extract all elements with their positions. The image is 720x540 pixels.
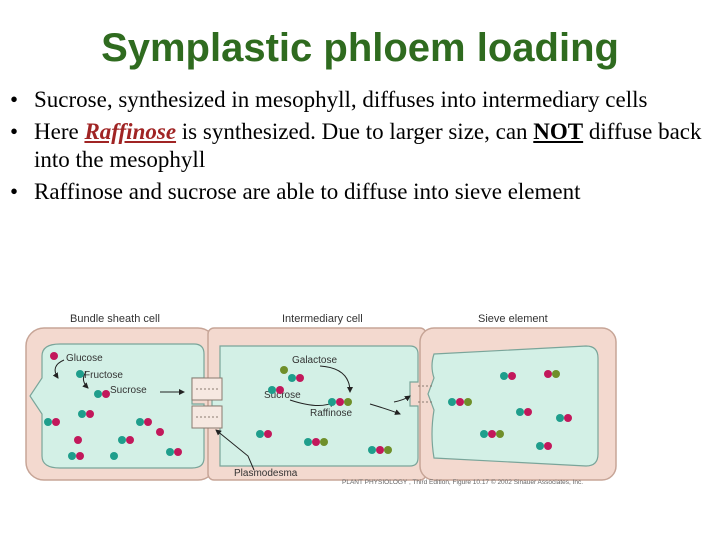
- raffinose-molecule: [376, 446, 384, 454]
- label-raffinose: Raffinose: [310, 408, 353, 419]
- plasmodesmata-right: [418, 385, 434, 403]
- phloem-loading-diagram: Bundle sheath cell Intermediary cell Sie…: [25, 313, 617, 486]
- arrow: [82, 371, 89, 389]
- not-emphasis: NOT: [533, 119, 584, 144]
- bullet-text-pre: Here: [34, 119, 85, 144]
- fructose-molecule: [76, 370, 84, 378]
- galactose-molecule: [280, 366, 288, 374]
- raffinose-emphasis: Raffinose: [84, 119, 177, 144]
- sucrose-molecule: [264, 430, 272, 438]
- sucrose-molecule: [102, 390, 110, 398]
- bullet-text: Sucrose, synthesized in mesophyll, diffu…: [34, 87, 648, 112]
- bullet-list: • Sucrose, synthesized in mesophyll, dif…: [10, 86, 716, 210]
- plasmodesma-pointer: [215, 429, 255, 471]
- sucrose-molecule: [144, 418, 152, 426]
- sucrose-molecule: [94, 390, 102, 398]
- sucrose-molecule: [564, 414, 572, 422]
- bullet-item: • Here Raffinose is synthesized. Due to …: [10, 118, 716, 174]
- plasmodesmata-left: [191, 377, 223, 429]
- sucrose-molecule: [78, 410, 86, 418]
- raffinose-molecule: [524, 408, 532, 416]
- raffinose-molecule: [456, 398, 464, 406]
- sucrose-molecule: [118, 436, 126, 444]
- sucrose-molecule: [544, 370, 552, 378]
- glucose-molecule: [50, 352, 58, 360]
- sucrose-molecule: [536, 442, 544, 450]
- bundle-sheath-cell: [25, 327, 217, 481]
- raffinose-molecule: [448, 398, 456, 406]
- raffinose-molecule: [488, 430, 496, 438]
- glucose-molecule: [156, 428, 164, 436]
- arrow: [52, 359, 65, 379]
- sucrose-molecule: [556, 414, 564, 422]
- label-bundle-sheath: Bundle sheath cell: [70, 313, 160, 325]
- sucrose-molecule: [544, 442, 552, 450]
- sucrose-molecule: [174, 448, 182, 456]
- raffinose-molecule: [464, 398, 472, 406]
- sucrose-molecule: [256, 430, 264, 438]
- arrow: [369, 403, 401, 415]
- label-sieve: Sieve element: [478, 313, 548, 325]
- sucrose-molecule: [44, 418, 52, 426]
- raffinose-molecule: [516, 408, 524, 416]
- intermediary-cell: [207, 327, 427, 481]
- raffinose-molecule: [480, 430, 488, 438]
- label-fructose: Fructose: [84, 370, 123, 381]
- label-sucrose-mid: Sucrose: [264, 390, 301, 401]
- bullet-item: • Sucrose, synthesized in mesophyll, dif…: [10, 86, 716, 114]
- sucrose-molecule: [52, 418, 60, 426]
- arrow: [319, 365, 353, 393]
- label-intermediary: Intermediary cell: [282, 313, 363, 325]
- raffinose-molecule: [496, 430, 504, 438]
- sucrose-molecule: [276, 386, 284, 394]
- slide-title: Symplastic phloem loading: [101, 26, 619, 70]
- sucrose-molecule: [500, 372, 508, 380]
- raffinose-molecule: [336, 398, 344, 406]
- molecules: [44, 352, 572, 460]
- sucrose-molecule: [166, 448, 174, 456]
- sieve-element: [419, 327, 617, 481]
- raffinose-molecule: [384, 446, 392, 454]
- sucrose-molecule: [552, 370, 560, 378]
- arrow: [393, 395, 411, 403]
- bullet-dot: •: [10, 87, 19, 112]
- sucrose-molecule: [76, 452, 84, 460]
- bullet-dot: •: [10, 179, 19, 204]
- sucrose-molecule: [288, 374, 296, 382]
- sucrose-molecule: [268, 386, 276, 394]
- bullet-text: Raffinose and sucrose are able to diffus…: [34, 179, 581, 204]
- glucose-molecule: [74, 436, 82, 444]
- bullet-text-mid: is synthesized. Due to larger size, can: [176, 119, 534, 144]
- fructose-molecule: [110, 452, 118, 460]
- raffinose-molecule: [368, 446, 376, 454]
- sucrose-molecule: [126, 436, 134, 444]
- label-sucrose-left: Sucrose: [110, 385, 147, 396]
- sucrose-molecule: [86, 410, 94, 418]
- figure-credit: PLANT PHYSIOLOGY , Third Edition, Figure…: [342, 478, 583, 486]
- sucrose-molecule: [136, 418, 144, 426]
- sucrose-molecule: [68, 452, 76, 460]
- raffinose-molecule: [320, 438, 328, 446]
- bullet-text-post: diffuse back into the mesophyll: [34, 119, 702, 172]
- raffinose-molecule: [344, 398, 352, 406]
- bullet-dot: •: [10, 119, 19, 144]
- raffinose-molecule: [328, 398, 336, 406]
- bullet-item: • Raffinose and sucrose are able to diff…: [10, 178, 716, 206]
- label-plasmodesma: Plasmodesma: [234, 468, 298, 479]
- sucrose-molecule: [296, 374, 304, 382]
- label-glucose: Glucose: [66, 353, 103, 364]
- raffinose-molecule: [312, 438, 320, 446]
- sucrose-molecule: [508, 372, 516, 380]
- raffinose-molecule: [304, 438, 312, 446]
- label-galactose: Galactose: [292, 355, 337, 366]
